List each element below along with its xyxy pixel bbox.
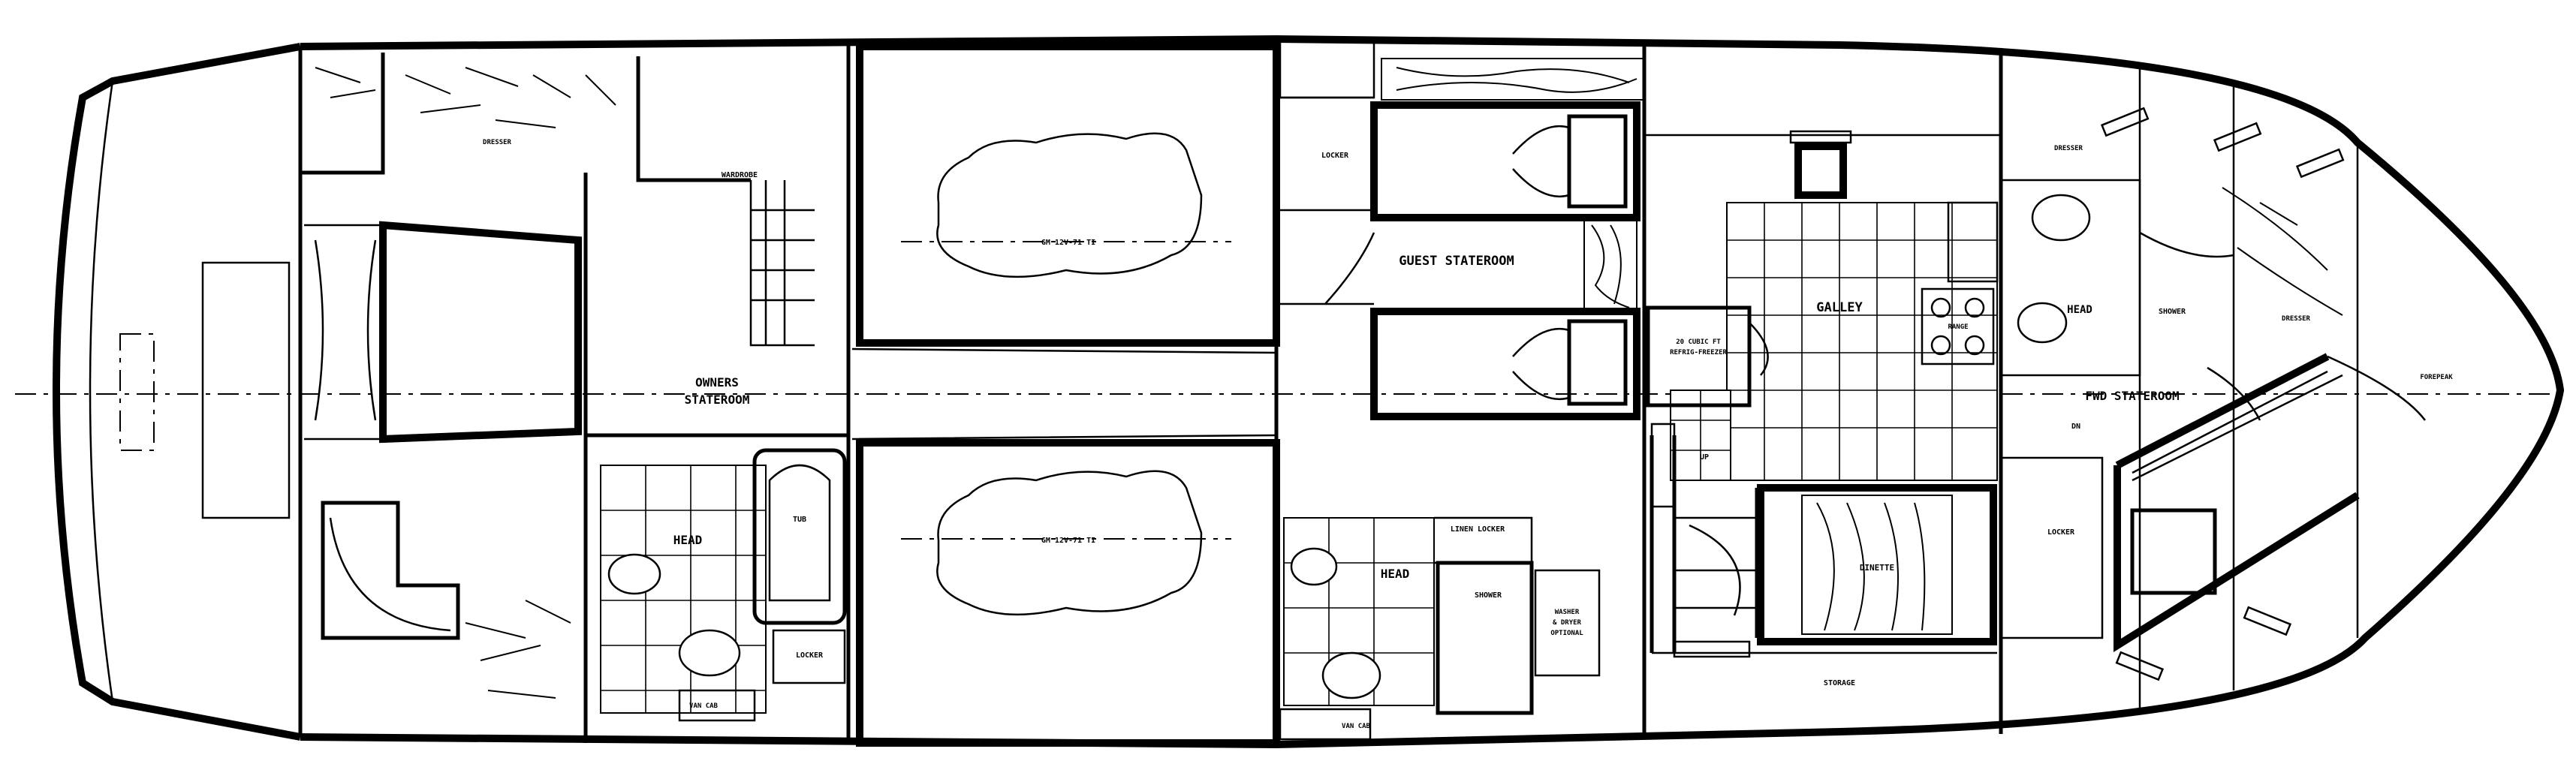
label-owners-1: OWNERS: [695, 375, 739, 389]
label-washer-3: OPTIONAL: [1550, 630, 1583, 637]
label-dresser-fwd: DRESSER: [2282, 315, 2311, 323]
label-washer-1: WASHER: [1555, 609, 1580, 616]
wood-hatching: [315, 67, 2343, 699]
engine-room: [851, 43, 1280, 747]
label-shower-mid: SHOWER: [1475, 591, 1502, 600]
portlights: [2100, 107, 2345, 681]
label-dn: DN: [2071, 423, 2080, 431]
dinette: [1650, 435, 1997, 658]
guest-stateroom: [1276, 40, 1645, 420]
label-locker-fwd: LOCKER: [2047, 528, 2075, 537]
aft-head: [583, 433, 848, 743]
label-fwd-head: HEAD: [2067, 304, 2092, 316]
label-vanity-mid: VAN CAB: [1342, 723, 1371, 730]
label-engine-port: GM 12V-71 TI: [1041, 239, 1095, 247]
hull-outline: [15, 35, 2568, 749]
label-range: RANGE: [1948, 323, 1968, 331]
label-dresser-aft: DRESSER: [483, 139, 512, 146]
label-guest-stateroom: GUEST STATEROOM: [1399, 254, 1514, 269]
owners-stateroom: [300, 53, 815, 640]
label-forepeak: FOREPEAK: [2420, 374, 2453, 381]
label-mid-head: HEAD: [1381, 567, 1410, 581]
label-shower-fwd: SHOWER: [2159, 308, 2186, 316]
room-labels: OWNERS STATEROOM GUEST STATEROOM FWD STA…: [483, 139, 2453, 730]
label-owners-2: STATEROOM: [685, 393, 750, 407]
label-washer-2: & DRYER: [1553, 619, 1582, 627]
label-locker-aft: LOCKER: [796, 651, 824, 660]
label-linen-locker: LINEN LOCKER: [1451, 525, 1505, 534]
label-vanity-aft: VAN CAB: [689, 702, 719, 710]
label-refrig-2: REFRIG-FREEZER: [1670, 349, 1727, 356]
galley: [1644, 130, 2001, 508]
label-tub: TUB: [793, 516, 806, 524]
label-up: UP: [1700, 453, 1709, 462]
label-aft-head: HEAD: [673, 533, 703, 547]
midship-head: [1279, 516, 1601, 741]
label-engine-stbd: GM 12V-71 TI: [1041, 537, 1095, 545]
label-dinette: DINETTE: [1860, 563, 1894, 573]
label-galley: GALLEY: [1816, 300, 1863, 315]
label-wardrobe: WARDROBE: [722, 171, 758, 179]
label-dresser-top: DRESSER: [2054, 145, 2083, 152]
fwd-stateroom: [2001, 353, 2426, 653]
label-locker-guest: LOCKER: [1321, 152, 1349, 160]
label-refrig-1: 20 CUBIC FT: [1676, 338, 1721, 346]
label-storage: STORAGE: [1824, 679, 1855, 687]
fwd-head: [2001, 179, 2234, 377]
label-fwd-stateroom: FWD STATEROOM: [2085, 389, 2179, 403]
